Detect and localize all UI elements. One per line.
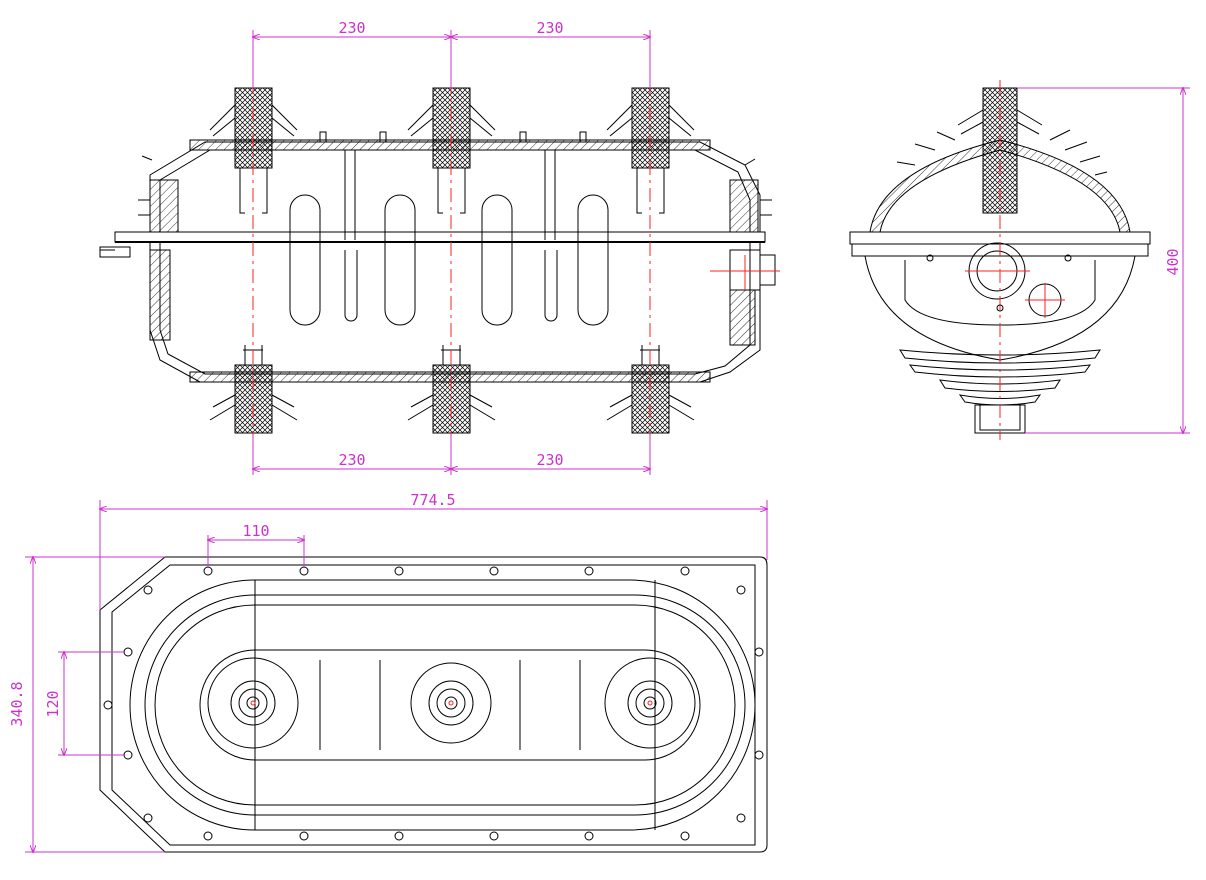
dim-bottom-left: 230 [338,451,365,469]
bottom-insulator-middle [407,345,496,434]
dimension-height: 400 [1017,88,1190,433]
slot-row [289,194,609,326]
plan-bushing-middle [410,662,492,744]
plan-bushing-right [604,657,696,749]
dim-width: 340.8 [8,681,26,726]
dimension-length: 774.5 [100,491,767,610]
side-section-view: 400 [849,80,1190,440]
dim-top-left: 230 [338,19,365,37]
dimension-bottom: 230 230 [253,435,650,475]
dim-inner: 120 [44,690,62,717]
dim-top-right: 230 [536,19,563,37]
dim-height: 400 [1164,248,1182,275]
bottom-insulator-right [606,345,695,434]
dimension-hole-pitch: 110 [208,522,304,568]
front-section-view: 230 230 230 230 [99,19,780,475]
dimension-inner: 120 [44,652,125,755]
dimension-top: 230 230 [253,19,650,90]
plan-bushing-left [207,657,299,749]
dim-hole-pitch: 110 [242,522,269,540]
dim-bottom-right: 230 [536,451,563,469]
plan-view: 774.5 110 340.8 120 [8,491,767,852]
dimension-width: 340.8 [8,557,165,852]
dim-length: 774.5 [410,491,455,509]
bolt-holes [103,566,764,841]
